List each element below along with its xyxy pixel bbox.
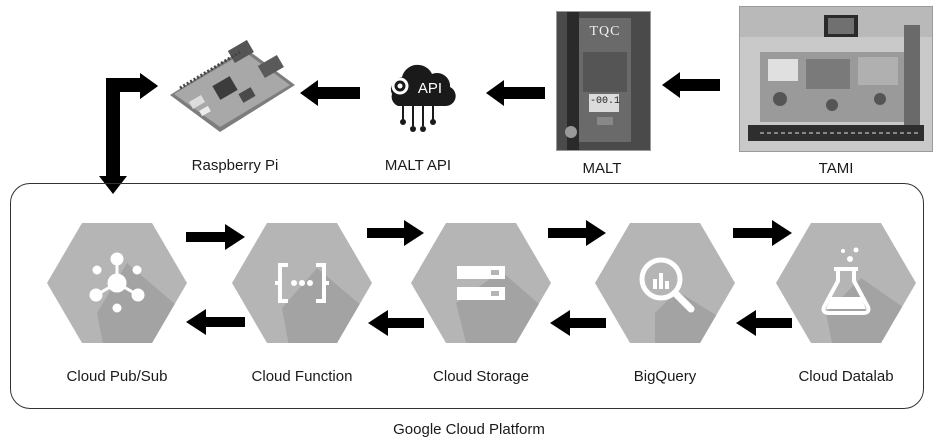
datalab-hexagon	[776, 223, 916, 343]
storage-hexagon	[411, 223, 551, 343]
malt-label: MALT	[582, 160, 622, 177]
malt-api-icon: API	[378, 60, 458, 135]
bigquery-hexagon	[595, 223, 735, 343]
malt-brand: TQC	[589, 24, 621, 39]
malt-api-label: MALT API	[384, 157, 452, 174]
api-text: API	[418, 80, 442, 97]
malt-image: TQC -00.1	[556, 11, 651, 151]
arrow-malt-to-api	[486, 80, 545, 106]
service-arrows	[186, 220, 792, 336]
bigquery-icon	[639, 257, 695, 313]
function-hexagon	[232, 223, 372, 343]
datalab-icon	[821, 247, 871, 315]
malt-display-value: -00.1	[590, 96, 621, 107]
storage-icon	[457, 266, 505, 300]
pubsub-label: Cloud Pub/Sub	[66, 368, 168, 385]
tami-image	[739, 6, 933, 152]
arrow-tami-to-malt	[662, 72, 720, 98]
pubsub-icon	[89, 252, 145, 313]
datalab-label: Cloud Datalab	[798, 368, 894, 385]
gcp-label: Google Cloud Platform	[393, 421, 545, 438]
arrow-api-to-pi	[300, 80, 360, 106]
raspberry-pi-label: Raspberry Pi	[191, 157, 279, 174]
pubsub-hexagon	[47, 223, 187, 343]
storage-label: Cloud Storage	[433, 368, 529, 385]
cloud-function-icon	[275, 263, 329, 303]
raspberry-pi-image	[160, 40, 300, 135]
function-label: Cloud Function	[251, 368, 353, 385]
arrow-pi-pubsub	[99, 73, 158, 194]
gcp-frame	[10, 183, 924, 409]
tami-label: TAMI	[818, 160, 854, 177]
bigquery-label: BigQuery	[633, 368, 697, 385]
